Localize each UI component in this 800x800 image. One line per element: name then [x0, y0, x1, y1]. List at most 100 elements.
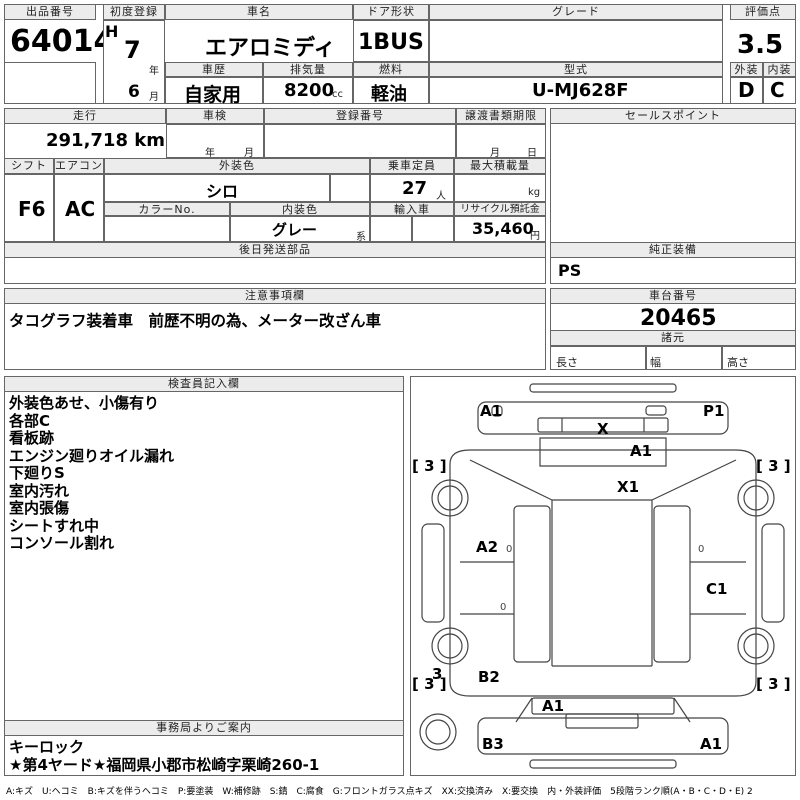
int-color-header: 内装色 [230, 202, 370, 216]
chassis-no: 20465 [640, 306, 717, 331]
tire-front-left [431, 479, 469, 517]
capacity-unit: 人 [436, 191, 446, 202]
front-grille [537, 417, 669, 433]
inspector-line: 看板跡 [9, 429, 55, 447]
inspection-year-unit: 年 [205, 148, 215, 159]
inspector-lines: 外装色あせ、小傷有り 各部C 看板跡 エンジン廻りオイル漏れ 下廻りS 室内汚れ… [9, 394, 175, 553]
tire-depth-front-left: [ 3 ] [412, 457, 447, 475]
lot-no: 64014 [10, 24, 115, 59]
door-header: ドア形状 [353, 4, 429, 20]
ext-color: シロ [206, 182, 239, 201]
reg-no-cell [264, 124, 456, 158]
max-load-cell [454, 174, 546, 202]
interior-grade: C [770, 78, 785, 102]
lot-no-lower [4, 62, 96, 104]
tire-depth-rear-right: [ 3 ] [756, 675, 791, 693]
history-cell [165, 77, 263, 104]
fuel-header: 燃料 [353, 62, 429, 77]
door-cell [353, 20, 429, 62]
recycle-cell [454, 216, 546, 242]
tire-rear-right [737, 627, 775, 665]
max-load-unit: kg [528, 187, 541, 198]
mark-rear-bumper-left: B3 [482, 735, 504, 753]
capacity-cell [370, 174, 454, 202]
tire-front-right [737, 479, 775, 517]
mileage-header: 走行 [4, 108, 166, 124]
score-header: 評価点 [730, 4, 796, 20]
svg-text:0: 0 [500, 602, 506, 613]
tire-rear-left [431, 627, 469, 665]
spec-header: 諸元 [550, 330, 796, 346]
mark-rear-left: B2 [478, 668, 500, 686]
exterior-cell [730, 77, 763, 104]
mark-left-side: A2 [476, 538, 499, 556]
office-header: 事務局よりご案内 [4, 720, 404, 736]
first-reg-header: 初度登録 [103, 4, 165, 20]
first-reg-cell [103, 20, 165, 104]
inspection-month-unit: 月 [244, 148, 254, 159]
displacement: 8200 [284, 80, 335, 101]
chassis-header: 車台番号 [550, 288, 796, 304]
mark-front-center: X [597, 420, 609, 438]
recycle: 35,460 [472, 219, 534, 238]
inspection-header: 車検 [166, 108, 264, 124]
exterior-grade: D [738, 78, 755, 102]
rear-bumper [529, 759, 677, 769]
history: 自家用 [184, 84, 242, 106]
model-header: 型式 [429, 62, 723, 77]
genuine-equipment: PS [558, 261, 582, 280]
capacity: 27 [402, 178, 428, 199]
front-lamp-right [645, 405, 667, 416]
inspector-line: 室内汚れ [9, 481, 70, 500]
front-face [477, 401, 729, 435]
ac-cell [54, 174, 104, 242]
color-no-cell [104, 216, 230, 242]
inspector-line: 各部C [9, 411, 51, 430]
door: 1BUS [358, 30, 424, 55]
reg-year-unit: 年 [149, 66, 159, 77]
svg-text:0: 0 [698, 544, 704, 555]
height-cell [722, 346, 796, 370]
model-cell [429, 77, 723, 104]
inspector-line: エンジン廻りオイル漏れ [9, 446, 175, 465]
grade-cell [429, 20, 723, 62]
car-name: エアロミディ [205, 36, 336, 61]
transfer-header: 譲渡書類期限 [456, 108, 546, 124]
fuel: 軽油 [371, 84, 407, 105]
shift: F6 [18, 197, 46, 221]
reg-year: 7 [124, 36, 141, 64]
int-color: グレー [272, 221, 318, 239]
caution-text: タコグラフ装着車 前歴不明の為、メーター改ざん車 [9, 312, 382, 330]
legend: A:キズ U:ヘコミ B:キズを伴うヘコミ P:要塗装 W:補修跡 S:錆 C:… [6, 787, 753, 797]
mark-front-right: P1 [703, 402, 725, 420]
interior-header: 内装 [763, 62, 796, 77]
body-outline [449, 449, 757, 697]
displacement-cell [263, 77, 353, 104]
reg-month-unit: 月 [149, 92, 159, 103]
mark-front-left: A1 [480, 402, 503, 420]
inspector-header: 検査員記入欄 [4, 376, 404, 392]
transfer-day: 日 [527, 148, 537, 159]
vehicle-diagram-panel [410, 376, 796, 776]
history-header: 車歴 [165, 62, 263, 77]
ac-header: エアコン [54, 158, 104, 174]
tire-depth-front-right: [ 3 ] [756, 457, 791, 475]
inspector-line: コンソール割れ [9, 534, 115, 552]
inspector-line: 下廻りS [9, 464, 65, 482]
genuine-header: 純正装備 [550, 242, 796, 258]
reg-month: 6 [128, 82, 140, 102]
front-bumper [529, 383, 677, 393]
score: 3.5 [737, 30, 784, 60]
interior-cell [763, 77, 796, 104]
transfer-month: 月 [490, 148, 500, 159]
recycle-header: リサイクル預託金 [454, 202, 546, 216]
height-label: 高さ [727, 356, 749, 369]
mark-rear-bumper-right: A1 [700, 735, 723, 753]
sales-header: セールスポイント [550, 108, 796, 124]
mark-windshield: A1 [630, 442, 653, 460]
width-label: 幅 [650, 356, 661, 369]
grade-header: グレード [429, 4, 723, 20]
inspector-line: 室内張傷 [9, 499, 70, 517]
spare-tire [419, 713, 457, 751]
import-cell-b [412, 216, 454, 242]
